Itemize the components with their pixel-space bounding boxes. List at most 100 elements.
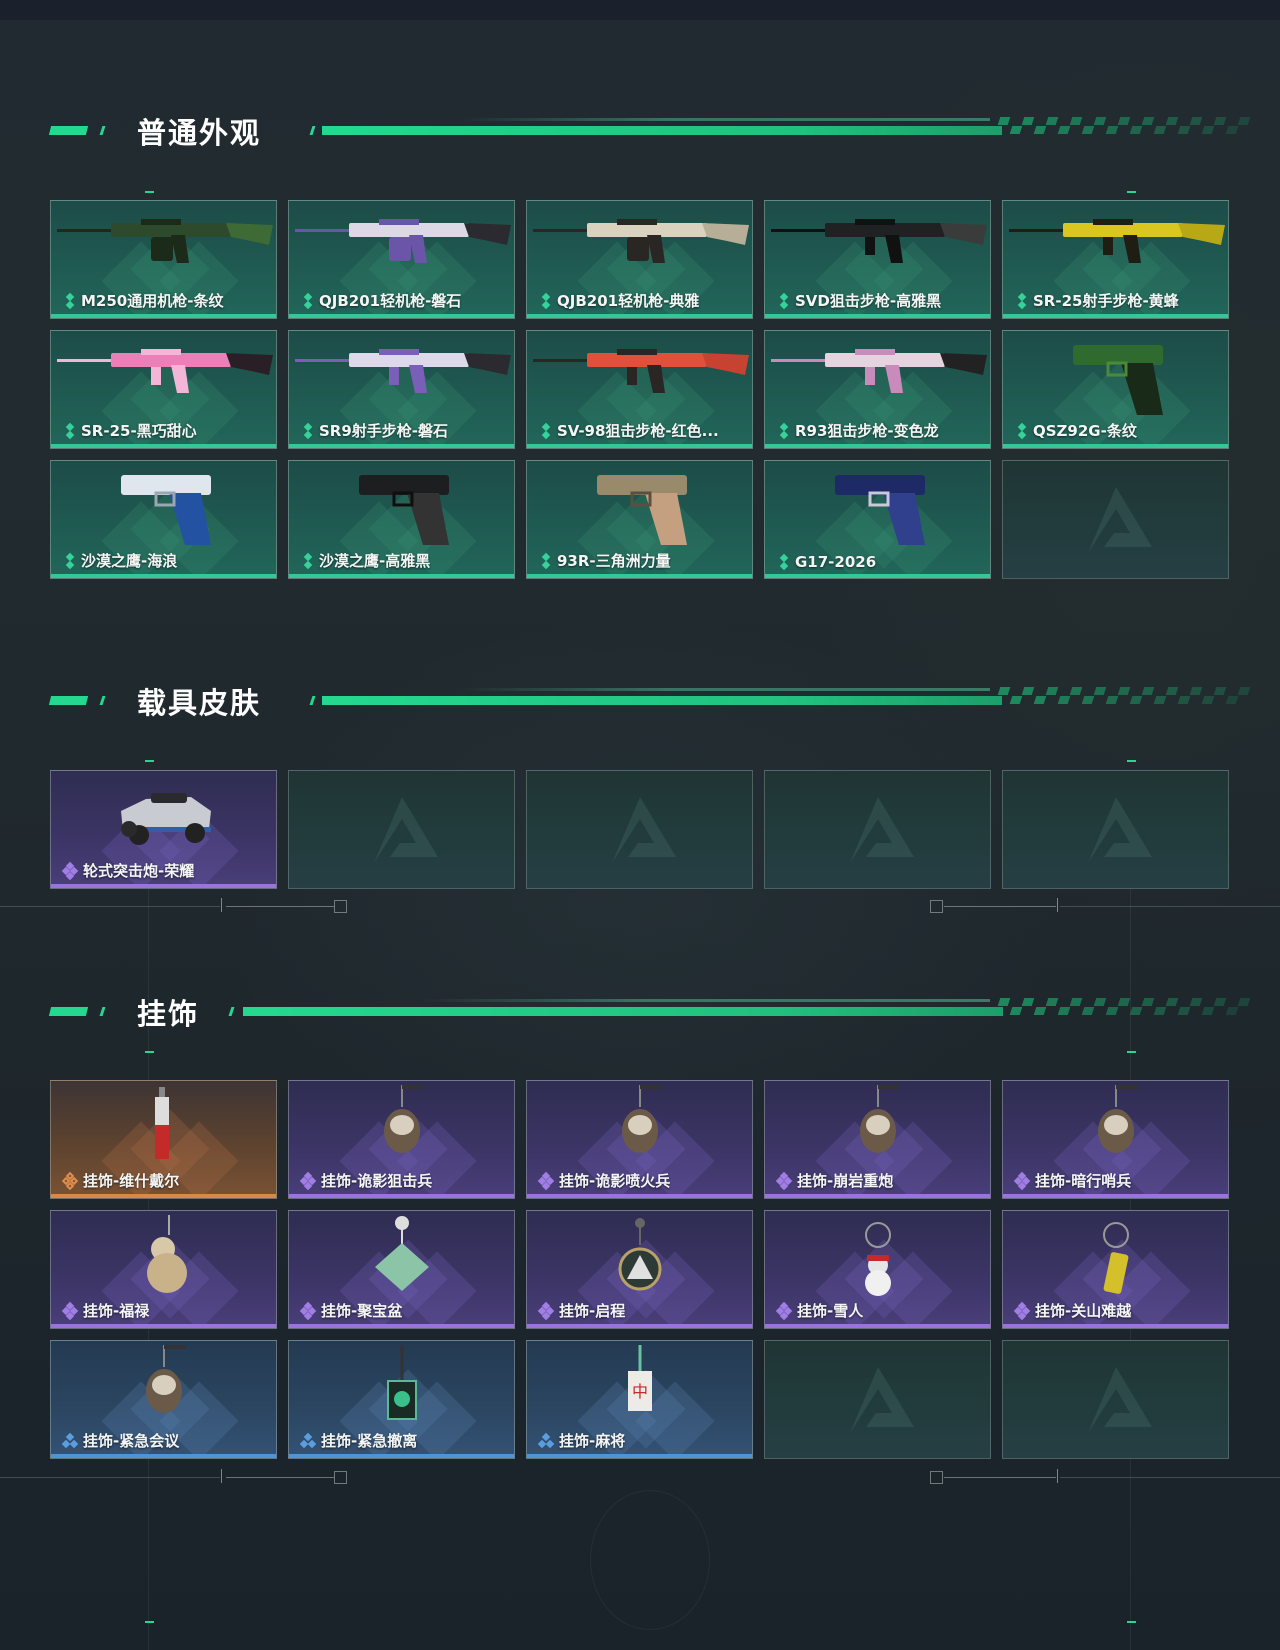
item-label: 挂饰-诡影喷火兵 (537, 1170, 670, 1191)
deco-tick (221, 898, 222, 912)
item-label: 挂饰-关山难越 (1013, 1300, 1131, 1321)
item-card[interactable]: 挂饰-维什戴尔 (50, 1080, 277, 1199)
purple-rarity-diamond-icon (299, 1171, 317, 1190)
item-card[interactable]: 中挂饰-麻将 (526, 1340, 753, 1459)
item-name: SVD狙击步枪-高雅黑 (795, 292, 942, 310)
item-card[interactable]: 挂饰-启程 (526, 1210, 753, 1329)
placeholder-logo-icon (611, 796, 676, 863)
section-title: 挂饰 (137, 997, 200, 1031)
deco-square (930, 900, 943, 913)
item-name: 挂饰-诡影狙击兵 (321, 1172, 433, 1190)
rarity-bar (51, 884, 276, 888)
item-name: QJB201轻机枪-磐石 (319, 292, 462, 310)
item-name: 93R-三角洲力量 (557, 552, 671, 570)
sniper-black-image (765, 201, 990, 291)
item-card[interactable]: M250通用机枪-条纹 (50, 200, 277, 319)
item-card[interactable]: 挂饰-诡影喷火兵 (526, 1080, 753, 1199)
item-name: 挂饰-暗行哨兵 (1035, 1172, 1132, 1190)
item-card[interactable]: QSZ92G-条纹 (1002, 330, 1229, 449)
item-card[interactable]: 沙漠之鹰-高雅黑 (288, 460, 515, 579)
pistol-blue-white-image (51, 461, 276, 551)
green-rarity-diamond-icon (301, 422, 313, 439)
item-label: SVD狙击步枪-高雅黑 (777, 290, 941, 311)
item-name: 挂饰-紧急会议 (83, 1432, 180, 1450)
item-card[interactable]: 挂饰-紧急撤离 (288, 1340, 515, 1459)
empty-slot (1002, 770, 1229, 889)
header-line (322, 696, 1002, 705)
rarity-bar (1003, 1194, 1228, 1198)
charm-mahjong-image: 中 (527, 1341, 752, 1431)
top-band (0, 0, 1280, 20)
item-card[interactable]: QJB201轻机枪-典雅 (526, 200, 753, 319)
item-card[interactable]: SVD狙击步枪-高雅黑 (764, 200, 991, 319)
rifle-white-purple-image (289, 331, 514, 421)
section-header-normal-skins: 普通外观 (0, 112, 1280, 152)
rarity-bar (51, 314, 276, 318)
item-label: 挂饰-紧急撤离 (299, 1430, 417, 1451)
item-card[interactable]: 挂饰-紧急会议 (50, 1340, 277, 1459)
deco-line (226, 1477, 334, 1478)
charm-figure-image (289, 1081, 514, 1171)
rarity-bar (51, 1324, 276, 1328)
item-card[interactable]: 挂饰-崩岩重炮 (764, 1080, 991, 1199)
charm-figure-image (527, 1081, 752, 1171)
item-card[interactable]: SR-25-黑巧甜心 (50, 330, 277, 449)
placeholder-logo-icon (373, 796, 438, 863)
item-card[interactable]: SR9射手步枪-磐石 (288, 330, 515, 449)
rarity-bar (289, 1324, 514, 1328)
header-checker-pattern (995, 687, 1251, 705)
pistol-green-image (1003, 331, 1228, 421)
green-rarity-diamond-icon (301, 552, 313, 569)
item-card[interactable]: 挂饰-福禄 (50, 1210, 277, 1329)
rarity-bar (289, 314, 514, 318)
item-card[interactable]: 挂饰-诡影狙击兵 (288, 1080, 515, 1199)
item-name: SR-25-黑巧甜心 (81, 422, 197, 440)
item-card[interactable]: SV-98狙击步枪-红色... (526, 330, 753, 449)
item-card[interactable]: R93狙击步枪-变色龙 (764, 330, 991, 449)
item-card[interactable]: 挂饰-关山难越 (1002, 1210, 1229, 1329)
deco-tick (1057, 1469, 1058, 1483)
empty-slot (764, 770, 991, 889)
rarity-bar (51, 1194, 276, 1198)
item-name: 挂饰-启程 (559, 1302, 626, 1320)
item-card[interactable]: G17-2026 (764, 460, 991, 579)
item-name: 沙漠之鹰-海浪 (81, 552, 178, 570)
rarity-bar (1003, 1324, 1228, 1328)
item-label: SR-25-黑巧甜心 (63, 420, 197, 441)
item-label: 挂饰-启程 (537, 1300, 626, 1321)
item-name: QJB201轻机枪-典雅 (557, 292, 700, 310)
item-card[interactable]: SR-25射手步枪-黄蜂 (1002, 200, 1229, 319)
item-card[interactable]: 挂饰-暗行哨兵 (1002, 1080, 1229, 1199)
empty-slot (764, 1340, 991, 1459)
item-card[interactable]: QJB201轻机枪-磐石 (288, 200, 515, 319)
charm-gourd-image (51, 1211, 276, 1301)
item-label: QJB201轻机枪-磐石 (301, 290, 461, 311)
pistol-black-image (289, 461, 514, 551)
item-label: 挂饰-雪人 (775, 1300, 863, 1321)
rarity-bar (527, 444, 752, 448)
item-name: SR9射手步枪-磐石 (319, 422, 449, 440)
charm-figure-image (51, 1341, 276, 1431)
green-rarity-diamond-icon (63, 552, 75, 569)
header-accent-bar (48, 696, 89, 705)
green-rarity-diamond-icon (539, 422, 551, 439)
item-card[interactable]: 挂饰-聚宝盆 (288, 1210, 515, 1329)
header-accent-tick (309, 126, 316, 135)
header-accent-bar (48, 1007, 89, 1016)
rarity-bar (289, 444, 514, 448)
deco-mark (145, 760, 154, 762)
green-rarity-diamond-icon (777, 553, 789, 571)
item-card[interactable]: 轮式突击炮-荣耀 (50, 770, 277, 889)
item-card[interactable]: 挂饰-雪人 (764, 1210, 991, 1329)
green-rarity-diamond-icon (777, 422, 789, 439)
item-card[interactable]: 沙漠之鹰-海浪 (50, 460, 277, 579)
deco-line (1060, 906, 1280, 907)
deco-tick (1057, 898, 1058, 912)
item-name: G17-2026 (795, 553, 877, 571)
deco-line (226, 906, 334, 907)
header-checker-pattern (995, 998, 1251, 1016)
item-name: 沙漠之鹰-高雅黑 (319, 552, 431, 570)
item-card[interactable]: 93R-三角洲力量 (526, 460, 753, 579)
deco-line (1060, 1477, 1280, 1478)
item-label: 轮式突击炮-荣耀 (61, 860, 194, 881)
